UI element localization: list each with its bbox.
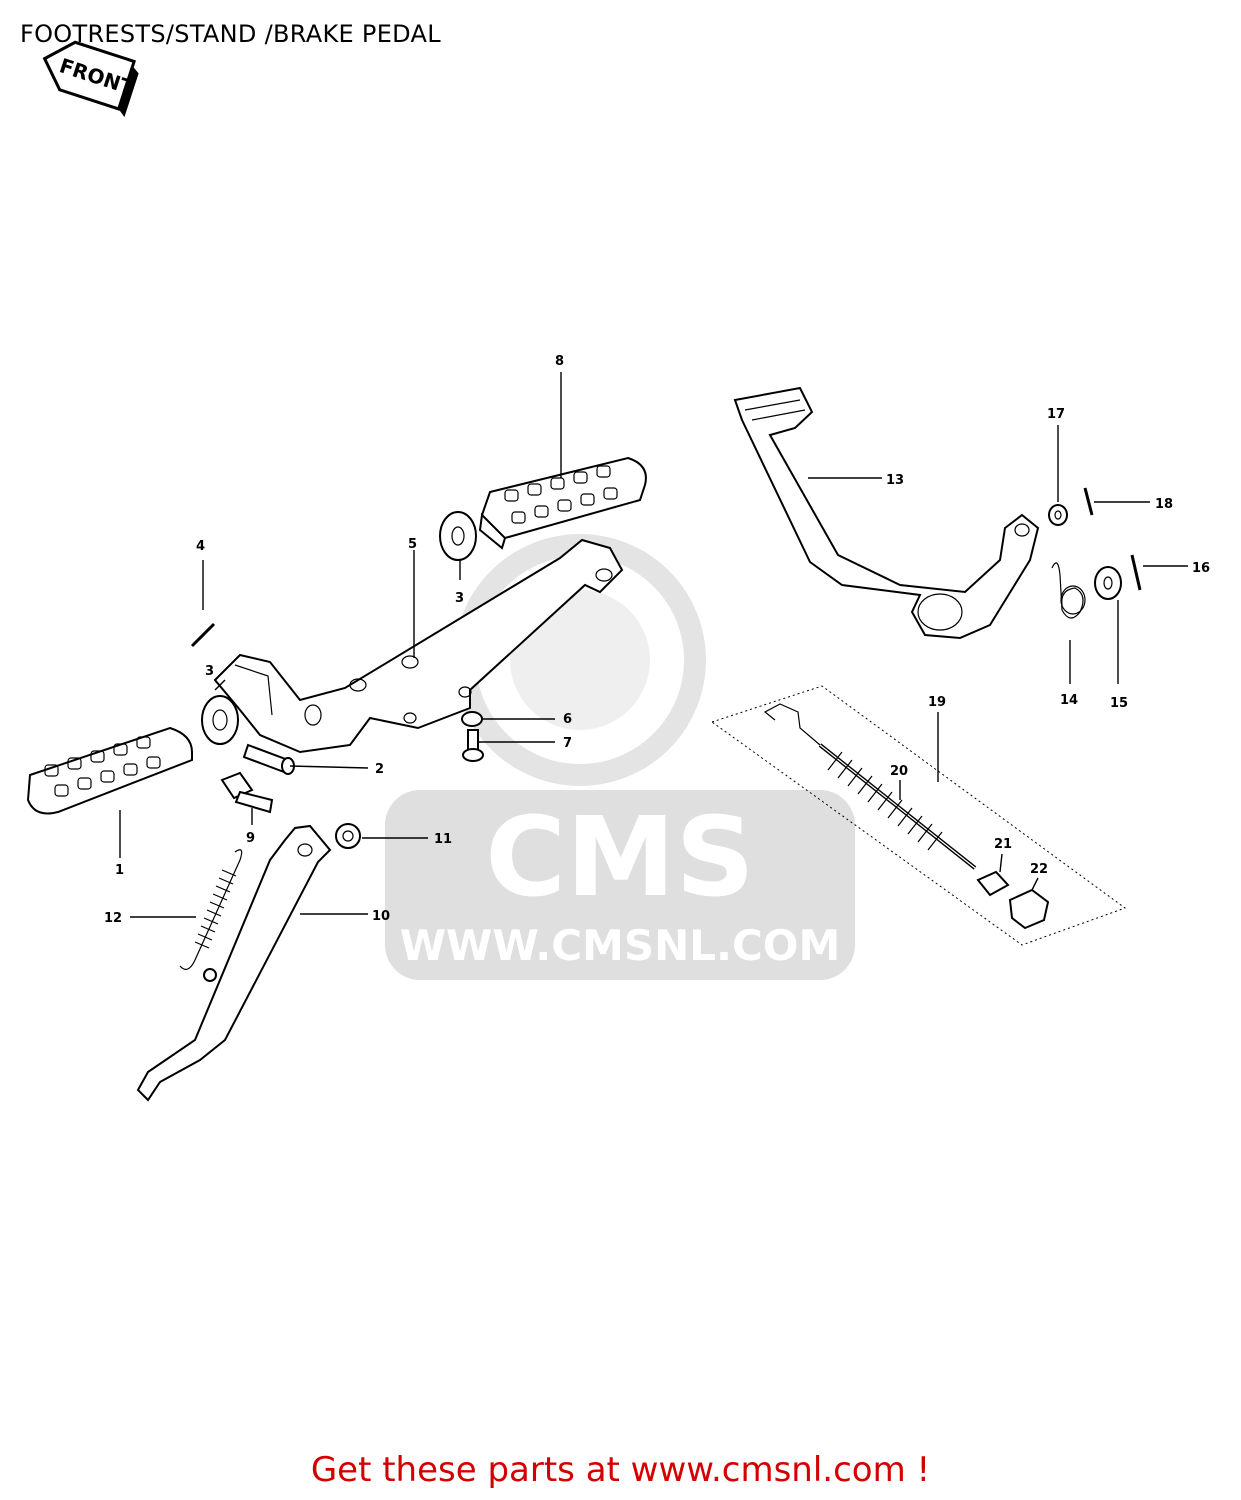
- watermark-brand: CMS: [485, 793, 754, 921]
- part-5-footrest-bracket: [213, 538, 624, 754]
- part-6-lock-washer: [461, 711, 483, 727]
- callout-3a: 3: [455, 591, 464, 606]
- part-11-nut: [335, 823, 361, 849]
- callout-10: 10: [372, 909, 390, 924]
- callout-15: 15: [1110, 696, 1128, 711]
- page-title: FOOTRESTS/STAND /BRAKE PEDAL: [20, 20, 441, 48]
- part-4-cotter-pin: [190, 622, 216, 648]
- part-3-washer: [201, 511, 477, 745]
- callout-9: 9: [246, 831, 255, 846]
- callout-1: 1: [115, 863, 124, 878]
- part-21-joint-collar: [976, 870, 1010, 897]
- callout-14: 14: [1060, 693, 1078, 708]
- callout-3b: 3: [205, 664, 214, 679]
- callout-18: 18: [1155, 497, 1173, 512]
- callout-16: 16: [1192, 561, 1210, 576]
- callout-7: 7: [563, 736, 572, 751]
- callout-labels: 1 2 3 3 4 5 6 7 8 9 10 11 12 13 14 15 16…: [104, 354, 1210, 926]
- part-16-cotter-pin: [1130, 554, 1142, 591]
- callout-6: 6: [563, 712, 572, 727]
- part-15-washer: [1094, 566, 1122, 600]
- part-1-footrest-rubber: [26, 726, 193, 815]
- footer-cta-link[interactable]: Get these parts at www.cmsnl.com !: [310, 1450, 931, 1490]
- callout-17: 17: [1047, 407, 1065, 422]
- callout-11: 11: [434, 832, 452, 847]
- leader-lines: [119, 372, 1188, 918]
- front-arrow-badge: FRONT: [42, 40, 139, 118]
- part-14-torsion-spring: [1051, 562, 1086, 619]
- part-7-bolt: [462, 729, 484, 762]
- part-10-side-stand: [136, 824, 332, 1102]
- part-13-brake-pedal: [733, 386, 1040, 640]
- callout-2: 2: [375, 762, 384, 777]
- watermark-url: WWW.CMSNL.COM: [400, 921, 841, 970]
- callout-13: 13: [886, 473, 904, 488]
- part-8-footrest-rubber: [478, 456, 647, 550]
- part-20-brake-rod: [763, 703, 977, 870]
- callout-4: 4: [196, 539, 205, 554]
- part-9-bolt: [220, 771, 274, 814]
- callout-22: 22: [1030, 862, 1048, 877]
- callout-12: 12: [104, 911, 122, 926]
- callout-8: 8: [555, 354, 564, 369]
- part-12-spring: [179, 849, 243, 970]
- cms-watermark: CMS WWW.CMSNL.COM: [385, 534, 855, 980]
- part-19-brake-rod-assembly: [710, 685, 1127, 946]
- part-17-washer: [1048, 504, 1068, 526]
- callout-5: 5: [408, 537, 417, 552]
- callout-19: 19: [928, 695, 946, 710]
- callout-20: 20: [890, 764, 908, 779]
- part-22-adjusting-nut: [1008, 888, 1050, 930]
- callout-21: 21: [994, 837, 1012, 852]
- part-2-pin: [242, 743, 295, 775]
- part-18-cotter-pin: [1083, 487, 1094, 516]
